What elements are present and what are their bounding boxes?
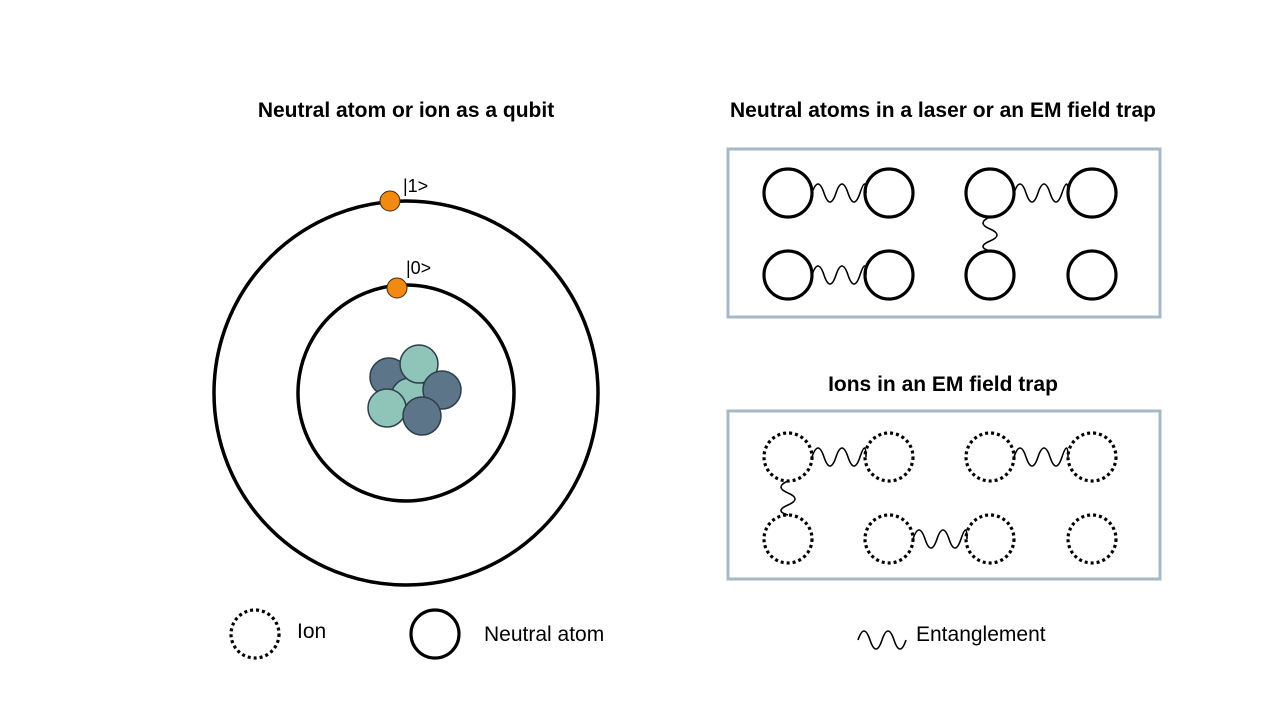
ion — [762, 513, 814, 565]
legend-entanglement-label: Entanglement — [916, 623, 1046, 646]
legend-ion-label: Ion — [297, 620, 326, 643]
ion-trap-title: Ions in an EM field trap — [828, 373, 1058, 396]
entanglement-link — [811, 447, 867, 467]
neutral-atom — [762, 167, 814, 219]
electron-ground — [386, 277, 408, 299]
entanglement-link — [912, 529, 968, 549]
legend: Ion Neutral atom Entanglement — [229, 608, 1046, 660]
entanglement-link — [780, 480, 796, 516]
neutral-atom — [964, 167, 1016, 219]
ion — [1066, 431, 1118, 483]
neutral-atom — [1066, 249, 1118, 301]
ion — [964, 513, 1016, 565]
state-zero-label: |0> — [406, 258, 431, 278]
legend-neutral-atom-label: Neutral atom — [484, 623, 604, 646]
entanglement-link — [811, 183, 867, 203]
neutral-atom — [863, 249, 915, 301]
ion — [964, 431, 1016, 483]
state-one-label: |1> — [403, 176, 428, 196]
neutral-atom — [964, 249, 1016, 301]
entanglement-link — [982, 216, 998, 252]
trap-box — [726, 409, 1162, 581]
nucleon — [399, 344, 439, 384]
neutral-atom — [863, 167, 915, 219]
neutral-atom — [1066, 167, 1118, 219]
outer-orbit — [212, 199, 600, 587]
entanglement-link — [1013, 183, 1069, 203]
legend-entanglement-symbol — [857, 630, 907, 650]
nucleon — [402, 396, 442, 436]
neutral-atom-trap: Neutral atoms in a laser or an EM field … — [726, 99, 1162, 319]
nucleon — [367, 388, 407, 428]
electron-excited — [379, 190, 401, 212]
nucleus — [367, 344, 462, 436]
ion — [863, 431, 915, 483]
legend-ion-symbol — [229, 608, 281, 660]
entanglement-link — [811, 265, 867, 285]
legend-neutral-atom-symbol — [409, 608, 461, 660]
ion-trap: Ions in an EM field trap — [726, 373, 1162, 581]
ion — [863, 513, 915, 565]
neutral-atom — [762, 249, 814, 301]
atom-model-title: Neutral atom or ion as a qubit — [258, 99, 554, 122]
trap-box — [726, 147, 1162, 319]
atom-model: Neutral atom or ion as a qubit |1> |0> — [212, 99, 600, 587]
neutral-atom-trap-title: Neutral atoms in a laser or an EM field … — [730, 99, 1156, 122]
entanglement-link — [1013, 447, 1069, 467]
ion — [762, 431, 814, 483]
ion — [1066, 513, 1118, 565]
